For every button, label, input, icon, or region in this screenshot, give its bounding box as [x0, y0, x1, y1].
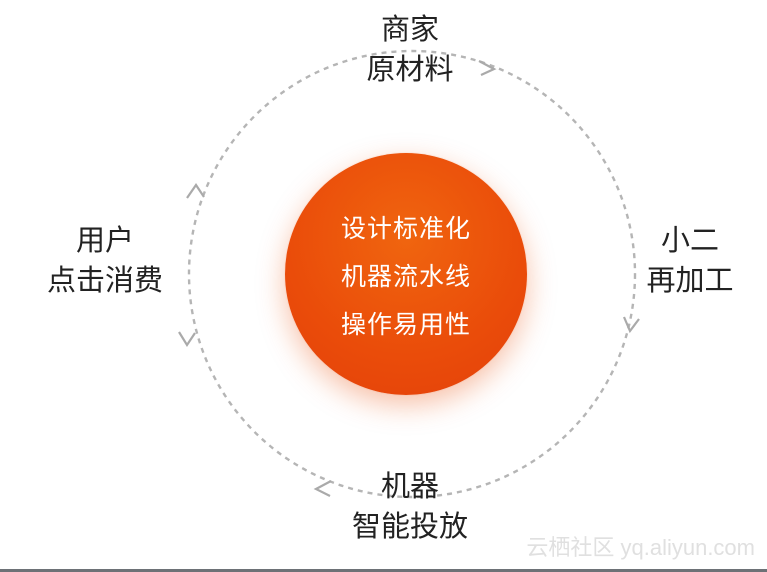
watermark: 云栖社区 yq.aliyun.com	[526, 535, 755, 560]
arrowhead-bottom	[313, 480, 332, 497]
center-line-1: 设计标准化	[340, 214, 471, 243]
center-line-2: 机器流水线	[340, 262, 471, 291]
arrowhead-top	[478, 60, 497, 76]
node-machine-delivery: 机器 智能投放	[300, 466, 520, 546]
center-text: 设计标准化 机器流水线 操作易用性	[285, 205, 527, 349]
node-operator-reprocess: 小二 再加工	[620, 220, 760, 300]
node-left-line1: 用户	[75, 223, 134, 257]
arrowhead-left-down	[178, 331, 196, 348]
center-circle: 设计标准化 机器流水线 操作易用性	[285, 153, 527, 395]
bottom-divider	[0, 569, 767, 572]
node-top-line2: 原材料	[366, 52, 454, 86]
center-line-3: 操作易用性	[340, 310, 471, 339]
arrowhead-right	[622, 316, 640, 334]
node-user-consumption: 用户 点击消费	[20, 220, 190, 300]
node-left-line2: 点击消费	[46, 263, 163, 297]
node-right-line1: 小二	[660, 223, 719, 257]
node-right-line2: 再加工	[646, 263, 734, 297]
node-top-line1: 商家	[380, 12, 439, 46]
arrowhead-left-up	[186, 183, 205, 199]
node-merchant-materials: 商家 原材料	[310, 9, 510, 89]
node-bottom-line1: 机器	[380, 469, 439, 503]
node-bottom-line2: 智能投放	[351, 509, 468, 543]
